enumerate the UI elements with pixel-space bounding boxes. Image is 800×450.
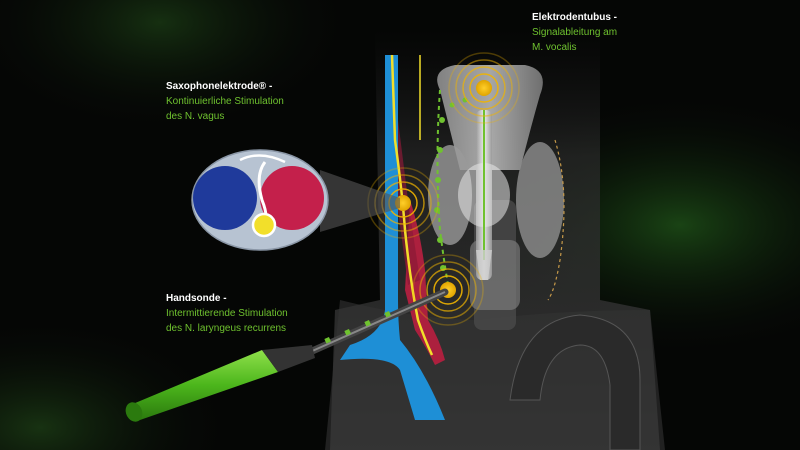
tube-signal-rings xyxy=(448,52,520,124)
tube-signal-point xyxy=(476,80,492,96)
magnifier-cone xyxy=(320,170,400,232)
saxophone-label-line2: des N. vagus xyxy=(166,111,225,122)
vagus-nerve xyxy=(390,54,434,356)
electrode-tube xyxy=(458,110,510,280)
saxophone-cross-section xyxy=(191,149,329,251)
tube-label-line2: M. vocalis xyxy=(532,42,577,53)
probe-label-line1: Intermittierende Stimulation xyxy=(166,308,288,319)
probe-stimulation-rings xyxy=(412,254,484,326)
probe-label-line2: des N. laryngeus recurrens xyxy=(166,323,287,334)
carotid-artery xyxy=(405,200,445,365)
tube-label-line1: Signalableitung am xyxy=(532,27,618,38)
hand-probe xyxy=(125,288,449,422)
tube-label: Elektrodentubus - Signalableitung am M. … xyxy=(532,10,617,55)
jugular-vein xyxy=(340,55,445,420)
right-nerve-path xyxy=(547,139,565,301)
saxophone-label-title: Saxophonelektrode® - xyxy=(166,81,273,92)
thyroid-lobe-right xyxy=(516,142,564,258)
saxophone-label-line1: Kontinuierliche Stimulation xyxy=(166,96,284,107)
saxophone-label: Saxophonelektrode® - Kontinuierliche Sti… xyxy=(166,79,284,124)
carotid-artery-upper xyxy=(398,120,420,285)
aortic-arch xyxy=(509,314,641,450)
tube-label-title: Elektrodentubus - xyxy=(532,12,618,23)
probe-label: Handsonde - Intermittierende Stimulation… xyxy=(166,291,288,336)
probe-label-title: Handsonde - xyxy=(166,293,227,304)
